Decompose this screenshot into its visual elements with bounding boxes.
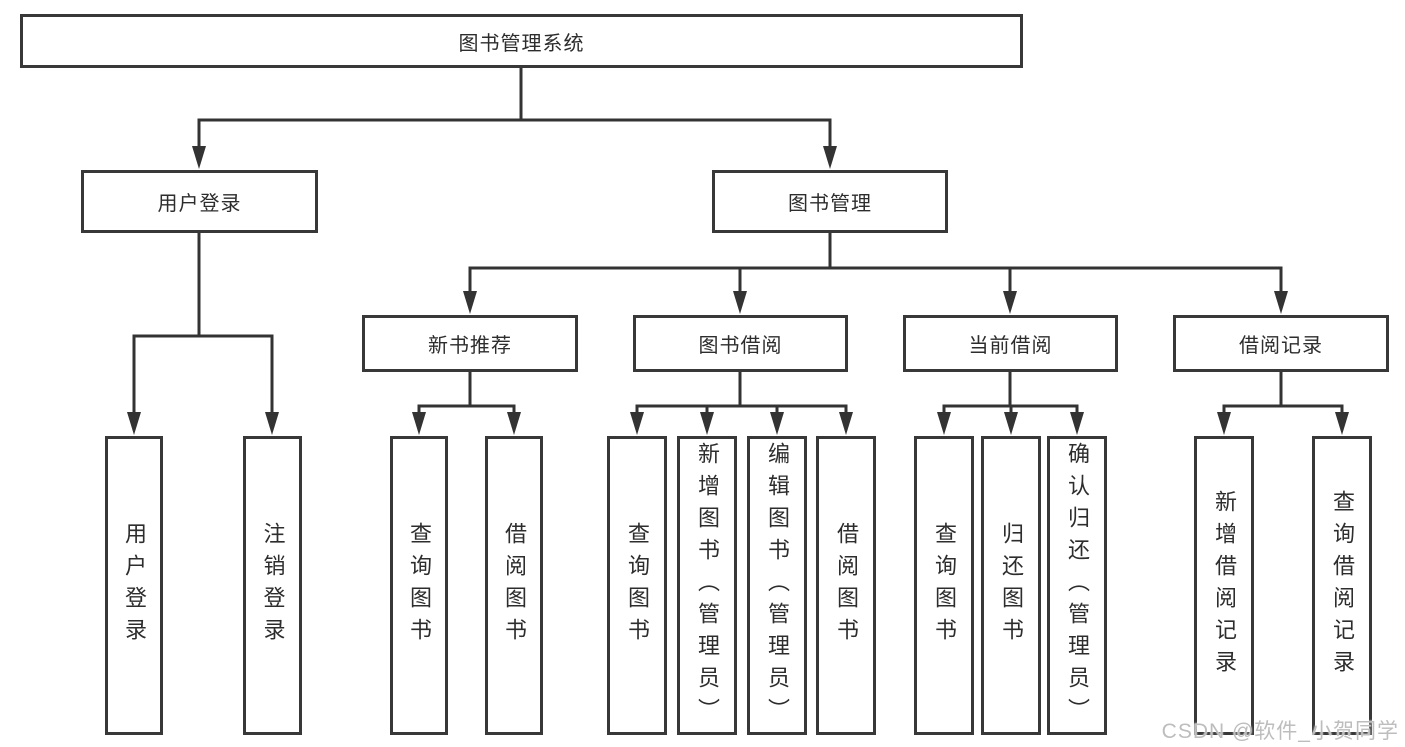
leaf-label: 查询图书	[625, 521, 650, 650]
leaf-label: 查询图书	[932, 521, 957, 650]
leaf-user-login: 用户登录	[105, 436, 163, 735]
node-library-management-system: 图书管理系统	[20, 14, 1023, 68]
leaf-add-book-admin: 新增图书（管理员）	[677, 436, 737, 735]
leaf-label: 新增借阅记录	[1212, 489, 1237, 682]
leaf-label: 注销登录	[260, 521, 286, 650]
watermark: CSDN @软件_小贺同学	[1161, 720, 1399, 743]
leaf-label: 编辑图书（管理员）	[765, 441, 790, 730]
leaf-label: 用户登录	[122, 521, 147, 650]
node-book-management: 图书管理	[712, 170, 948, 233]
leaf-label: 借阅图书	[502, 521, 527, 650]
node-book-borrowing: 图书借阅	[633, 315, 848, 372]
leaf-return-books: 归还图书	[981, 436, 1041, 735]
leaf-query-books-borrowing: 查询图书	[607, 436, 667, 735]
leaf-label: 查询图书	[407, 521, 432, 650]
leaf-add-borrow-record: 新增借阅记录	[1194, 436, 1254, 735]
leaf-label: 确认归还（管理员）	[1065, 441, 1090, 730]
arrowhead-icons	[127, 146, 1349, 435]
leaf-borrow-books-recommend: 借阅图书	[485, 436, 543, 735]
leaf-query-books-current: 查询图书	[914, 436, 974, 735]
leaf-confirm-return-admin: 确认归还（管理员）	[1047, 436, 1107, 735]
leaf-label: 借阅图书	[834, 521, 859, 650]
node-new-book-recommend: 新书推荐	[362, 315, 578, 372]
leaf-logout-login: 注销登录	[243, 436, 302, 735]
leaf-label: 新增图书（管理员）	[695, 441, 720, 730]
leaf-query-books-recommend: 查询图书	[390, 436, 448, 735]
node-user-login: 用户登录	[81, 170, 318, 233]
node-borrowing-records: 借阅记录	[1173, 315, 1389, 372]
node-current-borrowing: 当前借阅	[903, 315, 1118, 372]
leaf-query-borrow-record: 查询借阅记录	[1312, 436, 1372, 735]
leaf-label: 归还图书	[999, 521, 1024, 650]
leaf-label: 查询借阅记录	[1330, 489, 1355, 682]
leaf-edit-book-admin: 编辑图书（管理员）	[747, 436, 807, 735]
leaf-borrow-books-borrowing: 借阅图书	[816, 436, 876, 735]
